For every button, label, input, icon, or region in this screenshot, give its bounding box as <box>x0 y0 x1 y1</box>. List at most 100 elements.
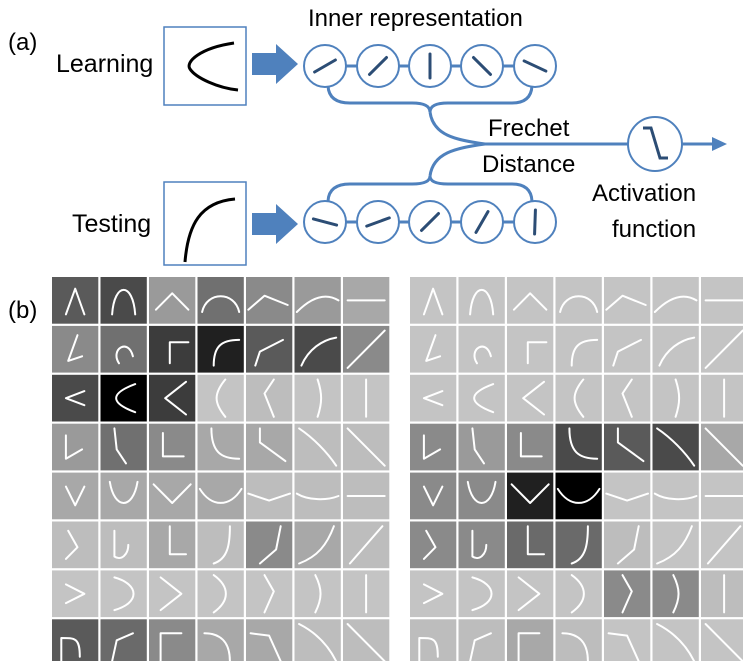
panel-b-marker: (b) <box>8 297 37 324</box>
left-grid-cell <box>246 277 293 324</box>
testing-chain <box>303 200 557 244</box>
left-grid-cell <box>52 277 99 324</box>
right-grid-cell <box>458 374 505 422</box>
left-grid-cell <box>149 619 196 661</box>
left-grid-cell <box>100 472 147 520</box>
left-grid-cell <box>246 570 293 618</box>
segment-orientation-icon <box>533 208 537 236</box>
curve-template-glyph <box>674 378 681 418</box>
curve-template-glyph <box>203 632 231 661</box>
curve-template-glyph <box>212 338 241 367</box>
left-grid-cell <box>246 472 293 520</box>
right-grid-cell <box>555 472 602 520</box>
curve-template-glyph <box>346 427 386 467</box>
right-grid-cell <box>410 325 457 373</box>
curve-template-glyph <box>517 576 541 612</box>
curve-template-glyph <box>346 623 386 661</box>
testing-node <box>356 200 400 244</box>
right-grid-cell <box>458 423 505 471</box>
right-grid-cell <box>652 325 699 373</box>
curve-template-glyph <box>64 583 86 605</box>
curve-template-glyph <box>298 623 338 661</box>
left-grid-cell <box>294 277 341 324</box>
curve-template-glyph <box>422 287 444 316</box>
curve-template-glyph <box>621 574 633 614</box>
left-grid-cell <box>197 521 244 569</box>
parabola-curve <box>187 41 239 92</box>
left-grid-cell <box>197 570 244 618</box>
left-grid-cell <box>149 374 196 422</box>
right-grid-cell <box>555 619 602 661</box>
curve-template-glyph <box>471 427 485 465</box>
bottom-brace <box>326 175 534 202</box>
curve-template-glyph <box>471 576 493 612</box>
left-grid-cell <box>100 423 147 471</box>
left-grid-cell <box>197 374 244 422</box>
curve-template-glyph <box>159 632 183 661</box>
curve-template-glyph <box>298 427 338 467</box>
curve-template-glyph <box>64 485 86 507</box>
left-grid-cell <box>197 423 244 471</box>
right-grid-cell <box>652 619 699 661</box>
curve-template-glyph <box>612 338 642 367</box>
panel-a-marker: (a) <box>8 29 37 56</box>
curve-template-glyph <box>556 487 601 504</box>
curve-template-glyph <box>113 427 127 465</box>
right-grid-cell <box>555 374 602 422</box>
curve-template-glyph <box>656 623 696 661</box>
curve-template-glyph <box>168 525 187 556</box>
curve-template-glyph <box>154 292 190 311</box>
right-grid-cell <box>701 423 743 471</box>
curve-template-glyph <box>656 525 693 565</box>
right-grid-cell <box>458 570 505 618</box>
right-grid-cell <box>507 521 554 569</box>
curve-template-glyph <box>526 525 545 556</box>
curve-template-glyph <box>422 583 444 605</box>
right-grid-cell <box>701 277 743 324</box>
left-grid-cell <box>246 423 293 471</box>
curve-template-glyph <box>298 525 335 565</box>
left-grid-cell <box>52 423 99 471</box>
segment-orientation-icon <box>472 56 492 76</box>
right-grid-cell <box>555 423 602 471</box>
right-grid-cell <box>652 374 699 422</box>
curve-template-glyph <box>254 338 284 367</box>
curve-template-glyph <box>300 336 338 367</box>
right-grid-cell <box>701 374 743 422</box>
testing-label: Testing <box>72 210 151 238</box>
right-grid-cell <box>410 570 457 618</box>
left-grid-cell <box>100 570 147 618</box>
right-grid-cell <box>604 277 651 324</box>
left-grid-cell <box>52 374 99 422</box>
curve-template-glyph <box>263 574 275 614</box>
curve-template-glyph <box>113 529 130 559</box>
curve-template-glyph <box>510 483 550 504</box>
segment-orientation-icon <box>365 216 391 228</box>
left-grid-cell <box>343 374 390 422</box>
curve-template-glyph <box>616 525 640 565</box>
curve-template-glyph <box>561 632 589 661</box>
curve-template-glyph <box>164 380 187 416</box>
left-grid-cell <box>294 570 341 618</box>
learning-label: Learning <box>56 50 153 78</box>
left-grid-cell <box>197 472 244 520</box>
curve-template-glyph <box>60 637 81 661</box>
testing-node <box>460 200 504 244</box>
curve-template-glyph <box>111 288 137 316</box>
curve-template-glyph <box>605 294 647 311</box>
curve-template-glyph <box>67 334 84 362</box>
curve-template-glyph <box>653 492 698 501</box>
curve-template-glyph <box>522 380 545 416</box>
left-grid-cell <box>100 277 147 324</box>
right-grid-cell <box>652 277 699 324</box>
curve-template-glyph <box>212 525 231 565</box>
left-grid-cell <box>294 619 341 661</box>
curve-template-glyph <box>295 492 340 501</box>
curve-template-glyph <box>418 637 439 661</box>
learning-node <box>513 44 557 88</box>
curve-template-glyph <box>621 378 633 418</box>
curve-template-glyph <box>198 487 243 504</box>
right-grid-cell <box>410 423 457 471</box>
curve-template-glyph <box>161 432 185 458</box>
learning-chain <box>303 44 557 88</box>
